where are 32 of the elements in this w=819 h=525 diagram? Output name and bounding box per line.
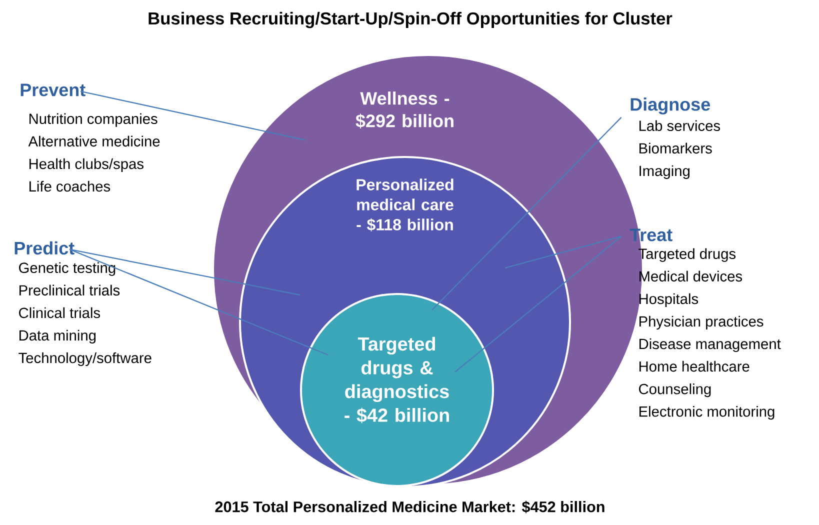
node-label: Counseling (639, 383, 711, 398)
title: Business Recruiting/Start-Up/Spin-Off Opportunities for Cluster (148, 12, 672, 28)
leader-line (432, 116, 622, 310)
node-label: Preclinical trials (19, 284, 120, 296)
category-heading: Prevent (20, 84, 86, 96)
node-label: Electronic monitoring (639, 406, 774, 420)
leader-line (69, 248, 300, 296)
caption: 2015 Total Personalized Medicine Market: $452 billion (215, 500, 604, 514)
leader-line (454, 236, 622, 372)
node-label: Home healthcare (639, 360, 750, 372)
leader-line (80, 90, 306, 141)
node-label: Nutrition companies (29, 113, 158, 127)
circle-label: Wellness - $292 billion (356, 92, 454, 128)
item-list: Genetic testing Preclinical trials Clinical trials Data mining Technology/software (18, 262, 152, 366)
node-label: Health clubs/spas (29, 158, 144, 172)
node-label: Genetic testing (19, 262, 116, 276)
item-list: Nutrition companies Alternative medicine Health clubs/spas Life coaches (28, 113, 160, 192)
leader-line (504, 236, 622, 269)
item-list: Lab services Biomarkers Imaging (639, 120, 720, 179)
leader-line (69, 248, 328, 356)
circle-label: Targeted drugs & diagnostics - $42 billion (344, 336, 449, 424)
category-heading: Predict (14, 241, 74, 255)
node-label: Disease management (639, 338, 781, 352)
node-label: Hospitals (639, 293, 698, 307)
node-label: Life coaches (29, 180, 110, 192)
node-label: Clinical trials (19, 307, 100, 318)
node-label: Alternative medicine (28, 136, 160, 147)
circle-label: Personalized medical care - $118 billion (356, 178, 454, 232)
node-label: Physician practices (639, 316, 764, 330)
category-heading: Diagnose (630, 98, 710, 114)
node-label: Data mining (19, 330, 96, 344)
node-label: Technology/software (18, 352, 152, 366)
